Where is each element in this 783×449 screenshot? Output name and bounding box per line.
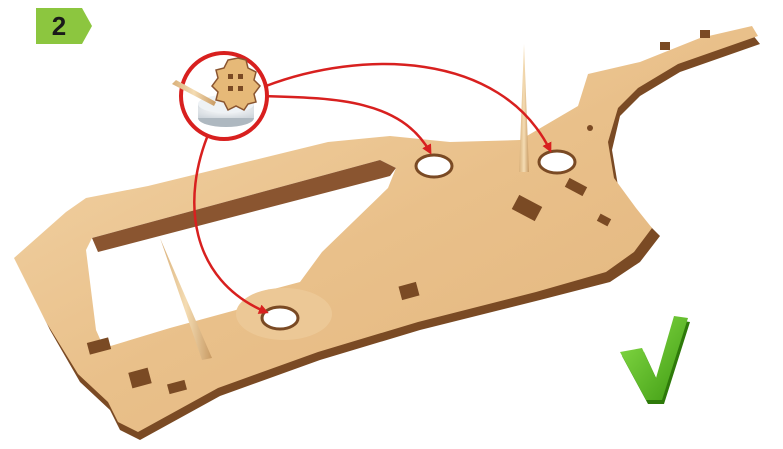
slot-2 [564,177,588,197]
hole-right-top [537,149,577,175]
toothpicks [160,44,529,360]
slot-6 [128,367,152,389]
guide-arrows [193,62,552,314]
slot-4 [86,337,112,355]
arrow-to-hole-lower [193,129,269,314]
hole-left-top [414,153,454,179]
plate-window [86,160,396,348]
slots [86,30,710,395]
glue-callout [172,51,269,141]
slot-1 [511,194,543,222]
step-badge: 2 [36,8,92,44]
gear-part-icon [211,57,261,112]
plate-window-edge [92,160,396,252]
arrow-to-hole-left-top [261,94,432,155]
pin-hole [587,125,593,131]
slot-8 [700,30,710,38]
slot-3 [398,281,420,301]
arrow-to-hole-right-top [265,62,552,153]
hole-lower [260,305,300,331]
checkmark-icon [620,316,690,404]
step-number: 2 [51,10,67,41]
toothpick-left [160,238,212,360]
holes [260,149,577,331]
step-badge-shape [36,8,92,44]
slot-9 [596,213,612,227]
slot-5 [167,379,187,395]
slot-7 [660,42,670,50]
glue-stick [172,80,216,106]
toothpick-right [519,44,529,172]
